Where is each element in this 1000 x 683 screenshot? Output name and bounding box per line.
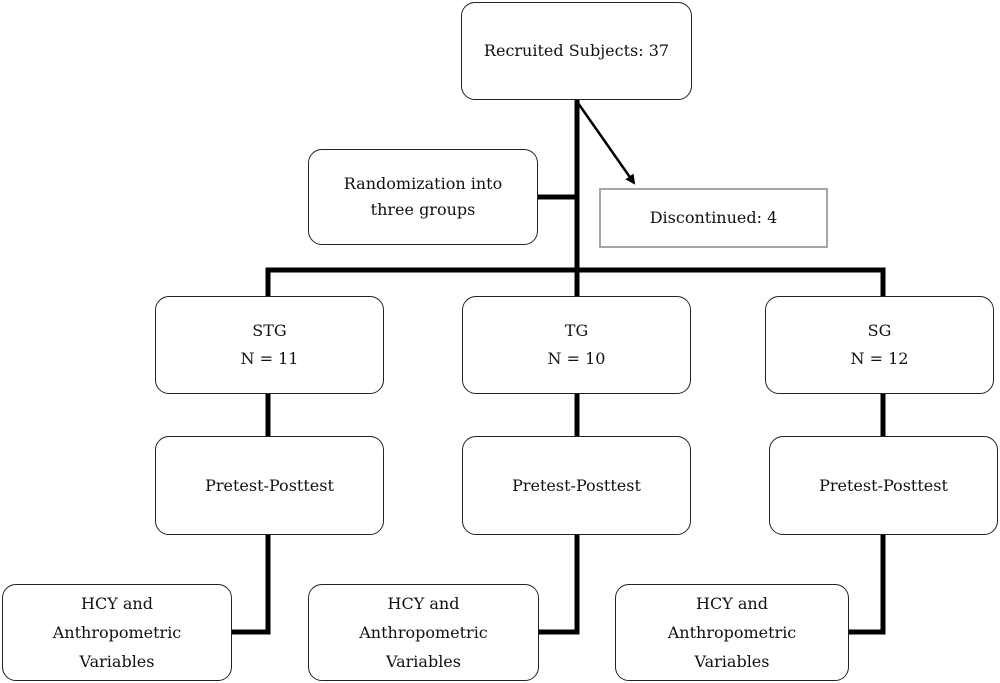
randomization-line-2: three groups (370, 200, 476, 219)
recruited-label: Recruited Subjects: 37 (483, 41, 670, 60)
measures-box-tg: HCY and Anthropometric Variables (308, 584, 539, 681)
measures-box-sg: HCY and Anthropometric Variables (615, 584, 849, 681)
pretest-box-stg: Pretest-Posttest (155, 436, 384, 535)
randomization-box: Randomization into three groups (308, 149, 538, 245)
discontinued-label: Discontinued: 4 (649, 208, 778, 227)
measures-line-3: Variables (694, 652, 770, 671)
group-box-tg: TG N = 10 (462, 296, 691, 394)
sg-pretest-to-measures (846, 532, 886, 635)
pretest-label: Pretest-Posttest (205, 475, 334, 495)
measures-box-stg: HCY and Anthropometric Variables (2, 584, 232, 681)
pretest-label: Pretest-Posttest (819, 475, 948, 495)
group-count: N = 11 (240, 349, 299, 368)
measures-line-2: Anthropometric (667, 623, 797, 642)
group-count: N = 10 (547, 349, 606, 368)
measures-line-1: HCY and (387, 594, 460, 613)
group-name: STG (252, 321, 287, 340)
group-count: N = 12 (850, 349, 909, 368)
group-box-stg: STG N = 11 (155, 296, 384, 394)
measures-line-3: Variables (79, 652, 155, 671)
randomization-line-1: Randomization into (343, 174, 503, 193)
measures-line-2: Anthropometric (52, 623, 182, 642)
measures-line-1: HCY and (696, 594, 768, 613)
stg-pretest-to-measures (229, 532, 271, 635)
pretest-box-sg: Pretest-Posttest (769, 436, 998, 535)
pretest-box-tg: Pretest-Posttest (462, 436, 691, 535)
group-name: SG (867, 321, 892, 340)
pretest-label: Pretest-Posttest (512, 475, 641, 495)
recruited-box: Recruited Subjects: 37 (461, 2, 692, 100)
measures-line-3: Variables (386, 652, 461, 671)
group-name: TG (564, 321, 589, 340)
measures-line-2: Anthropometric (359, 623, 488, 642)
discontinued-arrow (576, 102, 636, 185)
tg-pretest-to-measures (536, 532, 580, 635)
group-box-sg: SG N = 12 (765, 296, 994, 394)
measures-line-1: HCY and (81, 594, 153, 613)
discontinued-box: Discontinued: 4 (599, 188, 828, 248)
